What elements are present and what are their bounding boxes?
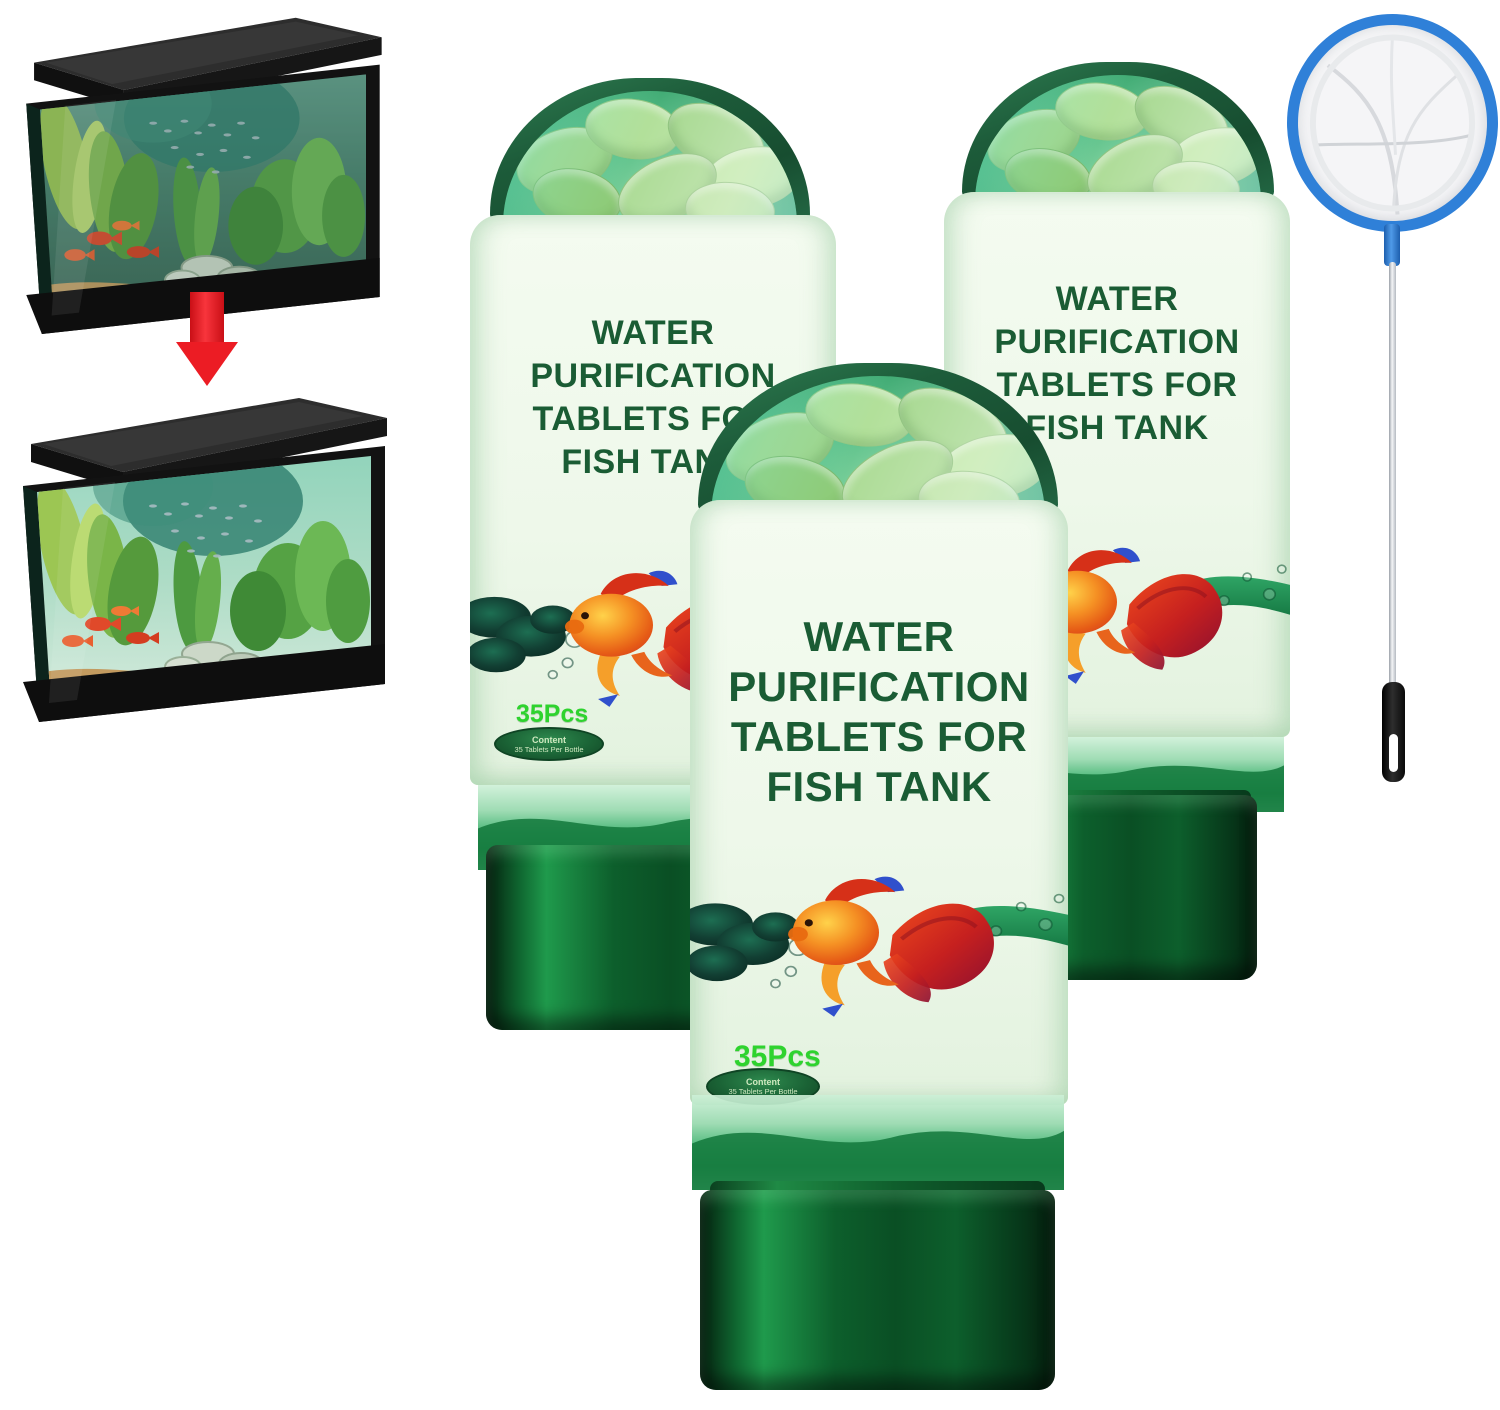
arrow-head	[176, 342, 238, 386]
title-line: FISH TANK	[766, 763, 992, 810]
title-line: WATER	[591, 314, 715, 352]
count-label: 35Pcs	[516, 700, 589, 728]
title-line: WATER	[803, 613, 955, 660]
goldfish-graphic	[690, 850, 1068, 1020]
title-line: TABLETS FOR	[996, 366, 1238, 404]
net-handle-joint	[1384, 224, 1400, 266]
bottle-dome	[962, 62, 1274, 202]
aquarium-before-image	[26, 17, 382, 335]
bottle-glass-band	[692, 1095, 1064, 1190]
net-mesh	[1309, 34, 1476, 215]
bottle-dome	[490, 78, 810, 225]
dome-glass	[975, 75, 1261, 202]
net-handle-rod	[1389, 262, 1396, 686]
title-line: PURIFICATION	[994, 323, 1240, 361]
bottle-cap	[700, 1190, 1055, 1390]
grip-hanging-hole	[1389, 734, 1398, 772]
badge-line: Content	[532, 734, 566, 745]
badge-line: 35 Tablets Per Bottle	[514, 744, 584, 754]
title-line: TABLETS FOR	[730, 713, 1028, 760]
bottle-front: WATER PURIFICATION TABLETS FOR FISH TANK…	[680, 363, 1075, 1393]
liquid-wave	[692, 1130, 1064, 1190]
title-line: WATER	[1055, 280, 1179, 318]
transformation-arrow-icon	[176, 292, 238, 388]
content-badge: Content 35 Tablets Per Bottle	[494, 727, 604, 761]
bottle-label: WATER PURIFICATION TABLETS FOR FISH TANK…	[690, 500, 1068, 1105]
net-handle-grip	[1382, 682, 1405, 782]
count-label: 35Pcs	[734, 1040, 821, 1073]
aquarium-after-image	[23, 398, 387, 722]
badge-line: Content	[746, 1077, 780, 1087]
net-ring	[1287, 14, 1498, 232]
dome-glass	[503, 91, 797, 225]
title-line: PURIFICATION	[728, 663, 1030, 710]
bottle-dome	[698, 363, 1058, 516]
title-line: FISH TANK	[1025, 409, 1209, 447]
label-title: WATER PURIFICATION TABLETS FOR FISH TANK	[944, 278, 1290, 450]
dome-shine	[503, 91, 797, 225]
badge-line: 35 Tablets Per Bottle	[728, 1087, 798, 1096]
dome-shine	[975, 75, 1261, 202]
dome-glass	[711, 376, 1045, 516]
dome-shine	[711, 376, 1045, 516]
arrow-shaft	[190, 292, 224, 344]
label-title: WATER PURIFICATION TABLETS FOR FISH TANK	[690, 612, 1068, 812]
title-line: PURIFICATION	[530, 357, 776, 395]
